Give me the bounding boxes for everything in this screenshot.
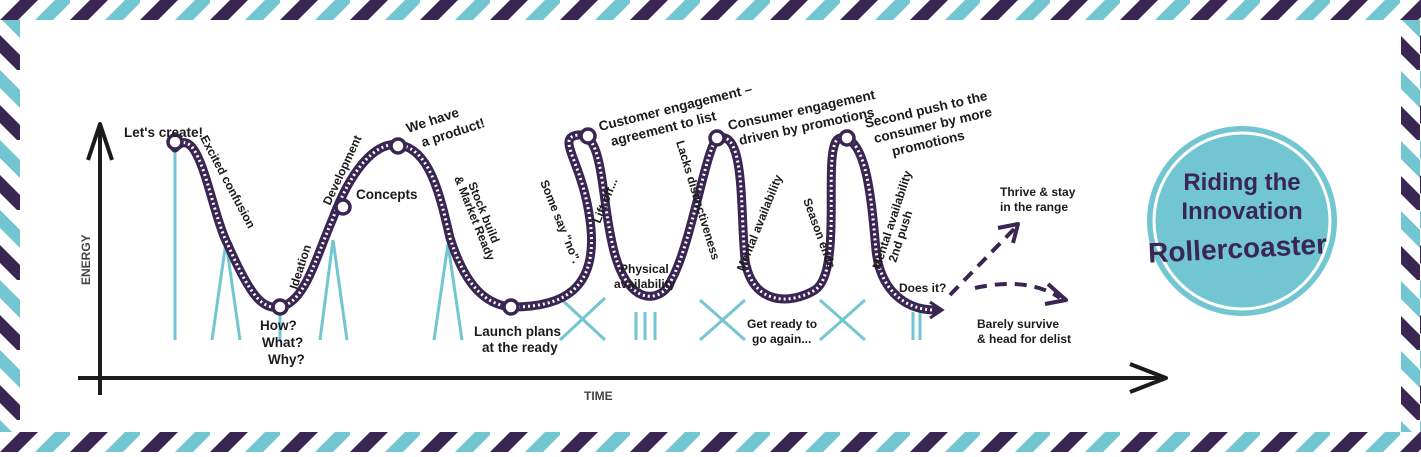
label-lift-off: Lift off... — [590, 176, 621, 225]
support-leg — [699, 298, 746, 342]
label-get-ready: Get ready to — [747, 317, 817, 331]
support-leg — [318, 239, 335, 341]
label-why: Why? — [268, 352, 305, 367]
label-what: What? — [262, 335, 303, 350]
y-axis-arrow-icon — [86, 122, 114, 161]
support-leg — [446, 243, 464, 341]
label-go-again: go again... — [752, 332, 811, 346]
label-at-the-ready: at the ready — [482, 340, 558, 355]
label-how: How? — [260, 318, 297, 333]
label-head-for-delist: & head for delist — [977, 332, 1071, 346]
label-concepts: Concepts — [356, 187, 418, 202]
stage-labels: Let's create! Excited confusion How? Wha… — [124, 81, 1076, 367]
label-launch-plans: Launch plans — [474, 324, 561, 339]
label-barely-survive: Barely survive — [977, 317, 1059, 331]
support-leg — [331, 239, 349, 341]
outcome-arrows — [948, 222, 1068, 306]
label-thrive: Thrive & stay — [1000, 185, 1076, 199]
support-leg — [432, 243, 450, 341]
border-top — [0, 0, 1421, 20]
node-launch — [502, 298, 520, 316]
node-lets-create — [166, 133, 184, 151]
support-legs — [173, 152, 922, 342]
border-left — [0, 20, 20, 432]
border-right — [1401, 20, 1421, 432]
barely-arrow — [974, 281, 1062, 300]
label-does-it: Does it? — [899, 281, 946, 295]
title-badge: Riding the Innovation Rollercoaster — [1147, 126, 1337, 316]
label-lets-create: Let's create! — [124, 125, 203, 140]
label-some-say-no: Some say "no". — [537, 178, 583, 266]
label-availability: availability — [614, 277, 676, 291]
border-bottom — [0, 432, 1421, 452]
node-customer — [579, 127, 597, 145]
support-leg — [558, 296, 607, 342]
y-axis-label: ENERGY — [79, 234, 93, 285]
label-in-the-range: in the range — [1000, 200, 1068, 214]
badge-circle — [1147, 126, 1337, 316]
node-consumer — [708, 129, 726, 147]
label-lacks-distinctiveness: Lacks distinctiveness — [673, 139, 723, 262]
track-nodes — [166, 127, 856, 316]
thrive-arrowhead-icon — [997, 222, 1020, 244]
axes: ENERGY TIME — [78, 122, 1168, 403]
thrive-arrow — [948, 226, 1017, 297]
node-concepts — [334, 198, 352, 216]
node-second-push — [838, 129, 856, 147]
support-leg — [819, 298, 866, 342]
badge-line1: Riding the — [1183, 169, 1300, 196]
x-axis-arrow-icon — [1129, 362, 1168, 394]
label-physical: Physical — [620, 262, 669, 276]
barely-arrowhead-icon — [1044, 282, 1068, 306]
node-how — [271, 298, 289, 316]
badge-line2: Innovation — [1181, 198, 1302, 225]
x-axis-label: TIME — [584, 389, 613, 403]
node-product — [389, 137, 407, 155]
support-leg — [210, 241, 228, 341]
track-end-arrow-icon — [929, 300, 945, 320]
badge-ring — [1152, 131, 1332, 311]
support-leg — [224, 241, 242, 341]
